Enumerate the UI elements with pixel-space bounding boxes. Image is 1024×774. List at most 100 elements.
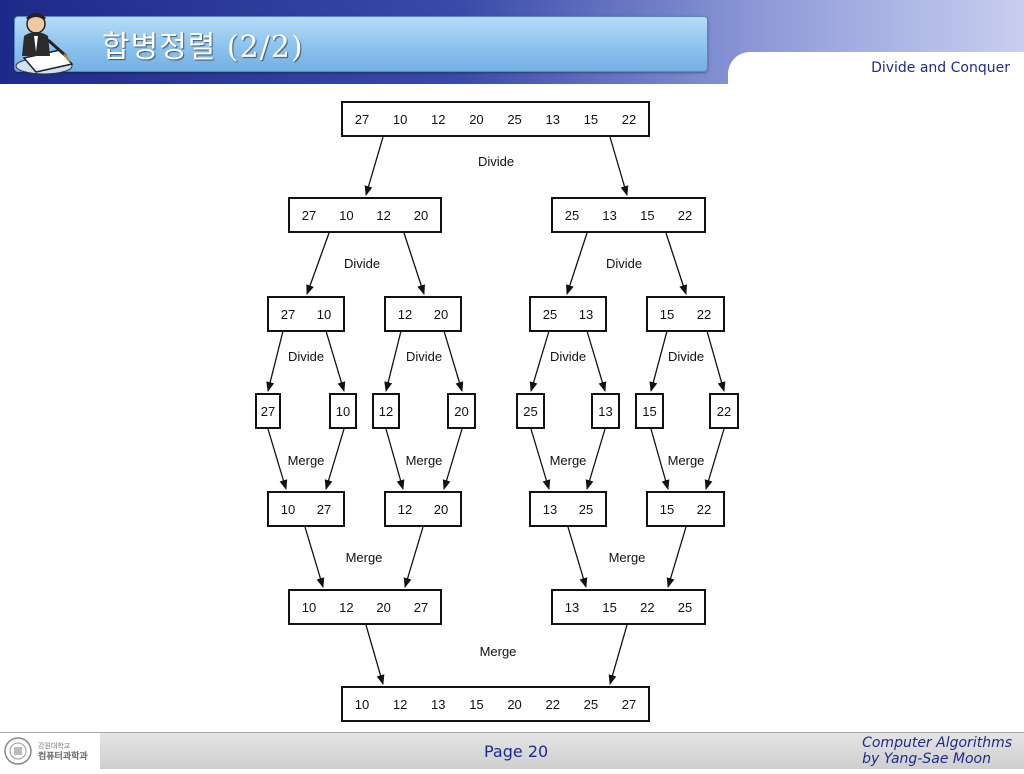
array-value: 13: [543, 502, 557, 517]
arrow: [585, 428, 606, 490]
merge-label: Merge: [668, 453, 705, 468]
array-value: 10: [393, 112, 407, 127]
array-value: 15: [584, 112, 598, 127]
divide-label: Divide: [668, 349, 704, 364]
array-value: 25: [523, 404, 537, 419]
array-box: [341, 101, 650, 137]
merge-label: Merge: [609, 550, 646, 565]
arrow: [650, 428, 670, 490]
array-value: 10: [317, 307, 331, 322]
array-value: 15: [660, 307, 674, 322]
array-value: 13: [431, 697, 445, 712]
array-box: [516, 393, 545, 429]
array-value: 27: [414, 600, 428, 615]
array-box: [384, 296, 462, 332]
arrow: [706, 330, 726, 392]
arrow: [443, 330, 464, 392]
array-value: 10: [339, 208, 353, 223]
array-value: 20: [454, 404, 468, 419]
array-box: [267, 296, 345, 332]
array-value: 12: [393, 697, 407, 712]
merge-label: Merge: [346, 550, 383, 565]
arrow: [566, 232, 588, 295]
array-value: 22: [640, 600, 654, 615]
credit: Computer Algorithms by Yang-Sae Moon: [862, 735, 1012, 767]
arrow: [304, 526, 325, 588]
array-value: 25: [579, 502, 593, 517]
merge-label: Merge: [406, 453, 443, 468]
slide-title: 합병정렬 (2/2): [102, 30, 304, 65]
array-box: [288, 589, 442, 625]
merge-label: Merge: [288, 453, 325, 468]
array-box: [709, 393, 739, 429]
array-value: 20: [414, 208, 428, 223]
array-value: 13: [545, 112, 559, 127]
array-value: 27: [355, 112, 369, 127]
arrow: [530, 428, 551, 490]
array-value: 27: [281, 307, 295, 322]
array-value: 25: [584, 697, 598, 712]
divide-label: Divide: [288, 349, 324, 364]
array-value: 22: [545, 697, 559, 712]
arrow: [365, 624, 385, 685]
arrow: [384, 330, 402, 392]
array-value: 20: [507, 697, 521, 712]
page-number: Page 20: [484, 742, 549, 761]
divide-label: Divide: [406, 349, 442, 364]
merge-label: Merge: [480, 644, 517, 659]
arrow: [306, 232, 330, 295]
university-seal-icon: 강원대학교 컴퓨터과학과: [4, 737, 88, 765]
arrow: [665, 232, 687, 295]
arrow: [529, 330, 550, 392]
array-value: 20: [376, 600, 390, 615]
array-value: 10: [355, 697, 369, 712]
array-box: [591, 393, 620, 429]
arrow: [704, 428, 725, 490]
array-value: 25: [507, 112, 521, 127]
array-value: 12: [339, 600, 353, 615]
array-box: [267, 491, 345, 527]
arrow: [364, 136, 384, 196]
array-value: 25: [678, 600, 692, 615]
arrow: [442, 428, 463, 490]
writer-clipart-icon: [15, 13, 74, 75]
array-value: 13: [565, 600, 579, 615]
array-box: [288, 197, 442, 233]
array-value: 20: [469, 112, 483, 127]
array-box: [529, 491, 607, 527]
logo-text-bottom: 컴퓨터과학과: [38, 750, 88, 761]
array-box: [529, 296, 607, 332]
array-value: 15: [602, 600, 616, 615]
slide-footer: 강원대학교 컴퓨터과학과 Page 20 Computer Algorithms…: [0, 732, 1024, 769]
array-box: [447, 393, 476, 429]
array-box: [329, 393, 357, 429]
university-logo: 강원대학교 컴퓨터과학과: [0, 733, 100, 769]
arrow: [403, 526, 424, 588]
array-box: [341, 686, 650, 722]
array-value: 25: [543, 307, 557, 322]
array-value: 10: [336, 404, 350, 419]
array-value: 13: [602, 208, 616, 223]
credit-course: Computer Algorithms: [862, 735, 1012, 751]
merge-label: Merge: [550, 453, 587, 468]
array-value: 25: [565, 208, 579, 223]
array-value: 15: [640, 208, 654, 223]
slide-header: 합병정렬 (2/2) Divide and Conquer: [0, 0, 1024, 86]
credit-author: by Yang-Sae Moon: [862, 751, 991, 767]
array-box: [384, 491, 462, 527]
array-box: [551, 589, 706, 625]
array-value: 27: [622, 697, 636, 712]
arrow: [586, 330, 607, 392]
array-value: 10: [281, 502, 295, 517]
array-value: 13: [579, 307, 593, 322]
arrow: [385, 428, 405, 490]
arrow: [649, 330, 668, 392]
array-box: [646, 296, 725, 332]
arrow: [403, 232, 425, 295]
array-value: 27: [261, 404, 275, 419]
arrow: [266, 330, 284, 392]
array-value: 22: [697, 502, 711, 517]
array-value: 22: [678, 208, 692, 223]
arrow: [608, 624, 628, 685]
